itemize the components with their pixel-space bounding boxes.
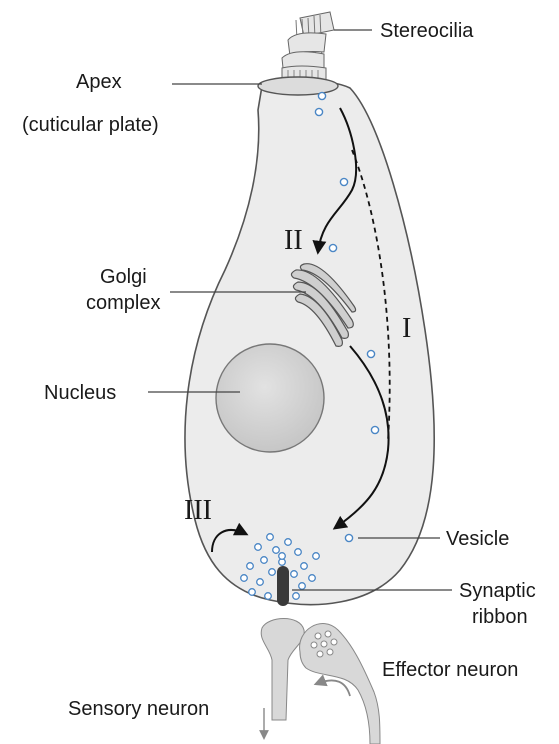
vesicle-dot bbox=[329, 244, 336, 251]
vesicle-dot bbox=[371, 426, 378, 433]
effector-neuron-terminal bbox=[300, 624, 380, 744]
vesicle-dot bbox=[315, 108, 322, 115]
label-apex: Apex bbox=[76, 71, 122, 93]
label-apex-sub: (cuticular plate) bbox=[22, 114, 159, 136]
label-effector-neuron: Effector neuron bbox=[382, 659, 518, 681]
effector-feedback-arrow bbox=[316, 680, 350, 696]
label-stereocilia: Stereocilia bbox=[380, 20, 474, 42]
label-ribbon: ribbon bbox=[472, 606, 528, 628]
pathway-label-two: II bbox=[284, 225, 303, 256]
sensory-neuron-terminal bbox=[261, 619, 304, 721]
vesicle-dot bbox=[345, 534, 352, 541]
hair-cell-body bbox=[185, 81, 434, 605]
label-golgi: Golgi bbox=[100, 266, 147, 288]
label-synaptic: Synaptic bbox=[459, 580, 536, 602]
label-golgi-sub: complex bbox=[86, 292, 160, 314]
vesicle-dot bbox=[340, 178, 347, 185]
cuticular-plate bbox=[258, 77, 338, 95]
pathway-label-one: I bbox=[402, 313, 411, 344]
label-vesicle: Vesicle bbox=[446, 528, 509, 550]
vesicle-dot bbox=[367, 350, 374, 357]
label-nucleus: Nucleus bbox=[44, 382, 116, 404]
pathway-label-three: III bbox=[184, 495, 212, 526]
nucleus bbox=[216, 344, 324, 452]
vesicle-dot bbox=[318, 92, 325, 99]
synaptic-ribbon bbox=[277, 566, 289, 606]
label-sensory-neuron: Sensory neuron bbox=[68, 698, 209, 720]
